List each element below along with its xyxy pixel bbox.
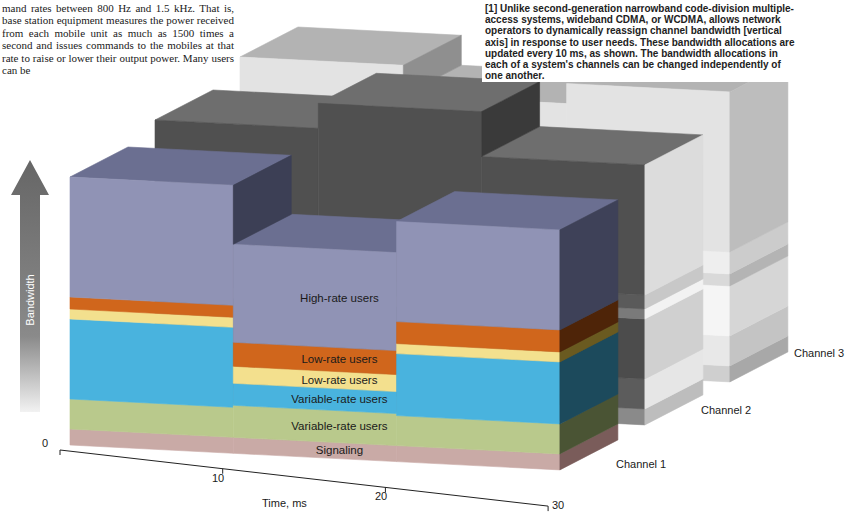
band-label: Variable-rate users xyxy=(291,420,387,432)
channel-label: Channel 1 xyxy=(616,458,666,471)
user-band: Low-rate users xyxy=(298,353,380,366)
band-front-face xyxy=(70,319,233,407)
axis-tick xyxy=(548,506,549,511)
band-front-face xyxy=(397,354,560,424)
tick-label: 0 xyxy=(42,437,48,450)
band-label: Low-rate users xyxy=(301,374,377,386)
user-band: Low-rate users xyxy=(298,374,380,387)
tick-label: 20 xyxy=(375,490,387,503)
channel-block xyxy=(155,73,703,425)
channel-label: Channel 2 xyxy=(701,404,751,417)
channel-label: Channel 3 xyxy=(794,347,844,360)
block-step-face xyxy=(233,155,291,244)
band-label: High-rate users xyxy=(300,292,379,304)
tick-label: 30 xyxy=(552,499,564,512)
time-axis xyxy=(60,450,548,511)
channel-block xyxy=(70,147,618,470)
signaling-band: Signaling xyxy=(313,444,366,457)
user-band: High-rate users xyxy=(297,292,382,305)
user-band: Variable-rate users xyxy=(288,420,390,433)
band-label: Low-rate users xyxy=(301,353,377,365)
band-side-face xyxy=(645,135,703,295)
band-side-face xyxy=(730,62,788,252)
user-band: Variable-rate users xyxy=(288,393,390,406)
band-front-face xyxy=(70,177,233,305)
axis-tick xyxy=(60,450,61,455)
band-side-face xyxy=(560,200,618,330)
band-label: Variable-rate users xyxy=(291,393,387,405)
bandwidth-arrow xyxy=(11,160,49,412)
band-label: Signaling xyxy=(316,444,363,456)
band-front-face xyxy=(397,222,560,330)
axis-title: Time, ms xyxy=(262,497,307,510)
band-front-face xyxy=(233,244,396,350)
tick-label: 10 xyxy=(212,472,224,485)
axis-title: Bandwidth xyxy=(24,274,37,325)
body-text: mand rates between 800 Hz and 1.5 kHz. T… xyxy=(2,2,234,76)
block-step-face xyxy=(482,82,540,157)
figure-caption: [1] Unlike second-generation narrowband … xyxy=(482,2,800,82)
